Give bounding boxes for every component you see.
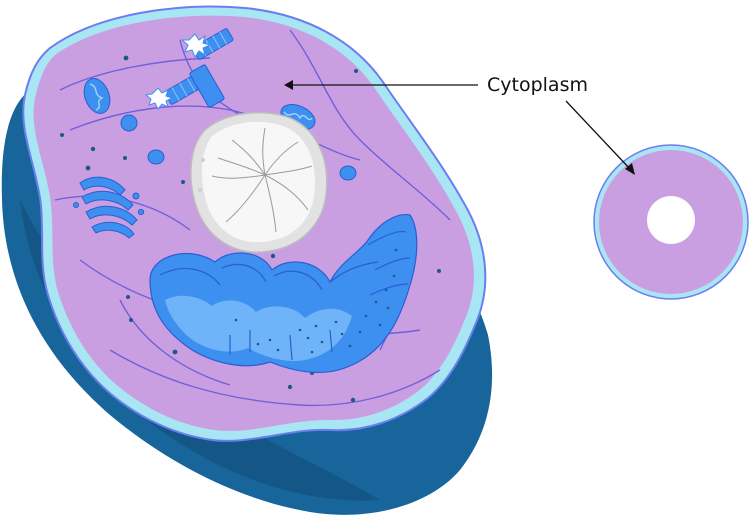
nucleus-icon (191, 113, 327, 253)
cell-cross-section (594, 145, 748, 299)
cross-section-nucleus (647, 196, 695, 244)
arrow-to-cross-section (566, 101, 631, 170)
cytoplasm-label: Cytoplasm (487, 74, 588, 96)
